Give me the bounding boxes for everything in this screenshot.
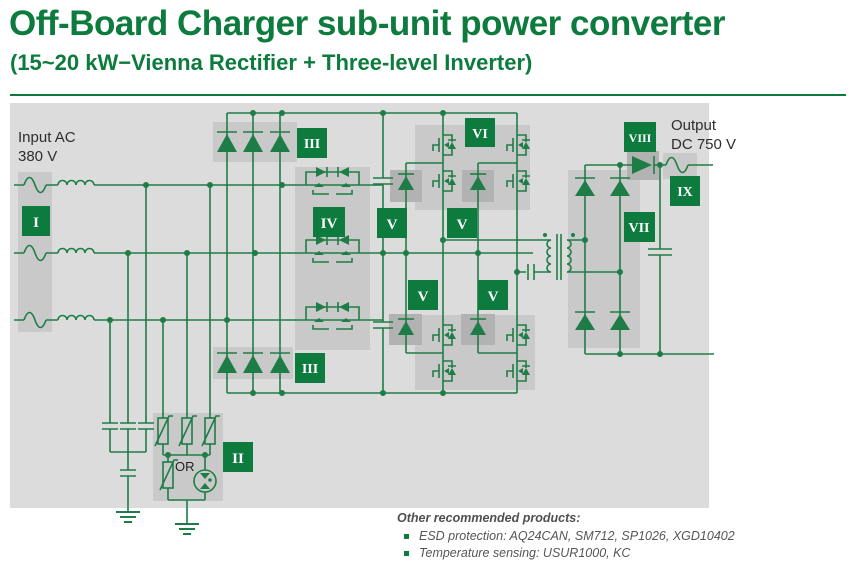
stage-badge-vi (465, 118, 495, 147)
filter-capacitors (102, 185, 154, 523)
stage-badge-iv (313, 207, 345, 237)
stage-badge-viii (624, 122, 656, 152)
stage-badge-ix (670, 176, 700, 206)
stage-badge-v-4 (478, 280, 508, 310)
junction-dots (107, 110, 663, 458)
output-label-line1: Output (671, 117, 717, 134)
ground-icon (115, 511, 141, 523)
bullet-icon (404, 533, 409, 539)
stage-badge-ix-label: IX (677, 185, 693, 200)
ground-icon (174, 523, 200, 535)
stage-badge-iii-top-label: III (304, 137, 320, 152)
recommended-products: Other recommended products: ESD protecti… (397, 511, 735, 560)
page-subtitle: (15~20 kW−Vienna Rectifier + Three-level… (10, 50, 533, 75)
stage-badge-vi-label: VI (472, 127, 488, 142)
gas-discharge-tube-icon (193, 469, 217, 493)
stage-badge-ii-label: II (232, 451, 244, 467)
stage-badge-viii-label: VIII (629, 131, 652, 145)
stage-badge-iii-bottom-label: III (302, 362, 318, 377)
stage-badge-v-1-label: V (387, 217, 398, 233)
stage-badge-i-label: I (33, 215, 39, 231)
diagram-labels: Input AC 380 V Output DC 750 V (18, 117, 736, 165)
inverter-legs (432, 113, 531, 393)
list-item: Temperature sensing: USUR1000, KC (397, 546, 735, 560)
list-item: ESD protection: AQ24CAN, SM712, SP1026, … (397, 529, 735, 543)
output-stage (574, 156, 714, 355)
stage-badge-vii-label: VII (628, 221, 649, 236)
stage-badge-v-3 (408, 280, 438, 310)
title-underline (10, 94, 846, 96)
page-title: Off-Board Charger sub-unit power convert… (9, 4, 726, 43)
stage-badge-v-4-label: V (488, 289, 499, 305)
notes-heading: Other recommended products: (397, 511, 581, 525)
stage-badges: I II III III IV V V V V VI VII VIII IX (22, 118, 700, 472)
stage-badge-iii-bottom (295, 353, 325, 383)
note-item-text: Temperature sensing: USUR1000, KC (419, 546, 631, 560)
output-rectifier-box (568, 170, 640, 348)
output-sensor-box (663, 153, 697, 179)
or-label: OR (175, 459, 195, 474)
input-label-line1: Input AC (18, 129, 76, 146)
vienna-switch-box (295, 167, 370, 350)
stage-badge-ii (223, 442, 253, 472)
note-item-text: ESD protection: AQ24CAN, SM712, SP1026, … (419, 529, 735, 543)
stage-badge-vii (624, 212, 655, 242)
stage-badge-i (22, 206, 50, 236)
output-label-line2: DC 750 V (671, 136, 736, 153)
stage-badge-v-3-label: V (418, 289, 429, 305)
stage-badge-iii-top (297, 128, 327, 158)
stage-badge-v-1 (377, 208, 407, 238)
input-label-line2: 380 V (18, 148, 57, 165)
stage-badge-v-2-label: V (457, 217, 468, 233)
stage-badge-iv-label: IV (321, 216, 338, 232)
surge-protection: OR (154, 185, 221, 535)
clamp-diodes (397, 162, 517, 354)
bullet-icon (404, 550, 409, 556)
phase-lines (14, 176, 533, 329)
stage-badge-v-2 (447, 208, 477, 238)
